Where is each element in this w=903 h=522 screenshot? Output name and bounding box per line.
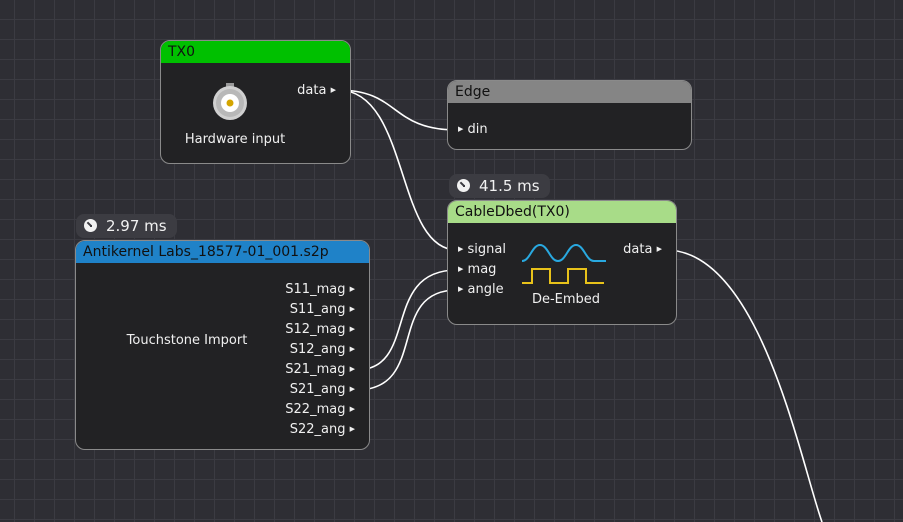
node-title: CableDbed(TX0) — [448, 201, 676, 223]
node-title: TX0 — [161, 41, 350, 63]
port-label: angle — [467, 282, 504, 297]
port-label: data — [623, 242, 653, 257]
execution-time-badge: 2.97 ms — [76, 214, 177, 238]
node-title: Edge — [448, 81, 691, 103]
node-edge[interactable]: Edge ▶ din — [447, 80, 692, 150]
port-arrow-icon: ▶ — [349, 325, 355, 333]
port-output-s21-mag[interactable]: S21_mag ▶ — [285, 362, 355, 379]
port-label: S11_mag — [285, 282, 346, 297]
port-output-s22-ang[interactable]: S22_ang ▶ — [290, 422, 355, 439]
port-output-s12-mag[interactable]: S12_mag ▶ — [285, 322, 355, 339]
wire-cabledbed-data-out — [665, 249, 823, 522]
port-output-s22-mag[interactable]: S22_mag ▶ — [285, 402, 355, 419]
node-caption: De-Embed — [531, 292, 601, 307]
port-label: S11_ang — [289, 302, 346, 317]
port-arrow-icon: ▶ — [349, 345, 355, 353]
port-input-signal[interactable]: ▶ signal — [458, 242, 506, 259]
port-arrow-icon: ▶ — [458, 285, 464, 293]
clock-icon — [457, 179, 470, 192]
port-label: data — [297, 83, 327, 98]
clock-icon — [84, 219, 97, 232]
port-arrow-icon: ▶ — [458, 125, 464, 133]
port-input-mag[interactable]: ▶ mag — [458, 262, 496, 279]
port-output-s21-ang[interactable]: S21_ang ▶ — [290, 382, 355, 399]
port-label: S12_mag — [285, 322, 346, 337]
wire-tx0-data-to-edge-din — [337, 89, 458, 131]
port-arrow-icon: ▶ — [330, 86, 336, 94]
port-output-s12-ang[interactable]: S12_ang ▶ — [290, 342, 355, 359]
port-arrow-icon: ▶ — [349, 305, 355, 313]
port-output-s11-mag[interactable]: S11_mag ▶ — [285, 282, 355, 299]
port-arrow-icon: ▶ — [458, 265, 464, 273]
port-output-s11-ang[interactable]: S11_ang ▶ — [290, 302, 355, 319]
port-input-angle[interactable]: ▶ angle — [458, 282, 504, 299]
node-title: Antikernel Labs_18577-01_001.s2p — [76, 241, 369, 263]
wire-tx0-data-to-signal — [337, 89, 458, 251]
node-touchstone-import[interactable]: Antikernel Labs_18577-01_001.s2p Touchst… — [75, 240, 370, 450]
port-label: S12_ang — [289, 342, 346, 357]
port-output-data[interactable]: data ▶ — [297, 83, 336, 100]
port-label: S21_ang — [289, 382, 346, 397]
bnc-connector-icon — [213, 83, 247, 120]
port-arrow-icon: ▶ — [458, 245, 464, 253]
port-label: S22_mag — [285, 402, 346, 417]
wire-s21mag-to-mag — [355, 269, 458, 371]
port-arrow-icon: ▶ — [349, 285, 355, 293]
port-arrow-icon: ▶ — [349, 385, 355, 393]
port-label: S22_ang — [289, 422, 346, 437]
port-label: S21_mag — [285, 362, 346, 377]
port-label: din — [467, 122, 488, 137]
node-tx0[interactable]: TX0 data ▶ Hardware input — [160, 40, 351, 164]
waveform-icon — [521, 243, 606, 284]
port-label: mag — [467, 262, 497, 277]
node-caption: Touchstone Import — [126, 333, 248, 348]
wire-s21ang-to-angle — [355, 289, 458, 391]
execution-time-badge: 41.5 ms — [449, 174, 550, 198]
port-input-din[interactable]: ▶ din — [458, 122, 488, 139]
port-arrow-icon: ▶ — [349, 405, 355, 413]
node-cabledbed[interactable]: CableDbed(TX0) ▶ signal ▶ mag ▶ angle da… — [447, 200, 677, 325]
port-arrow-icon: ▶ — [349, 365, 355, 373]
node-caption: Hardware input — [184, 132, 286, 147]
timer-value: 2.97 ms — [106, 217, 167, 235]
port-arrow-icon: ▶ — [349, 425, 355, 433]
port-label: signal — [467, 242, 506, 257]
port-arrow-icon: ▶ — [656, 245, 662, 253]
port-output-data[interactable]: data ▶ — [623, 242, 662, 259]
timer-value: 41.5 ms — [479, 177, 540, 195]
